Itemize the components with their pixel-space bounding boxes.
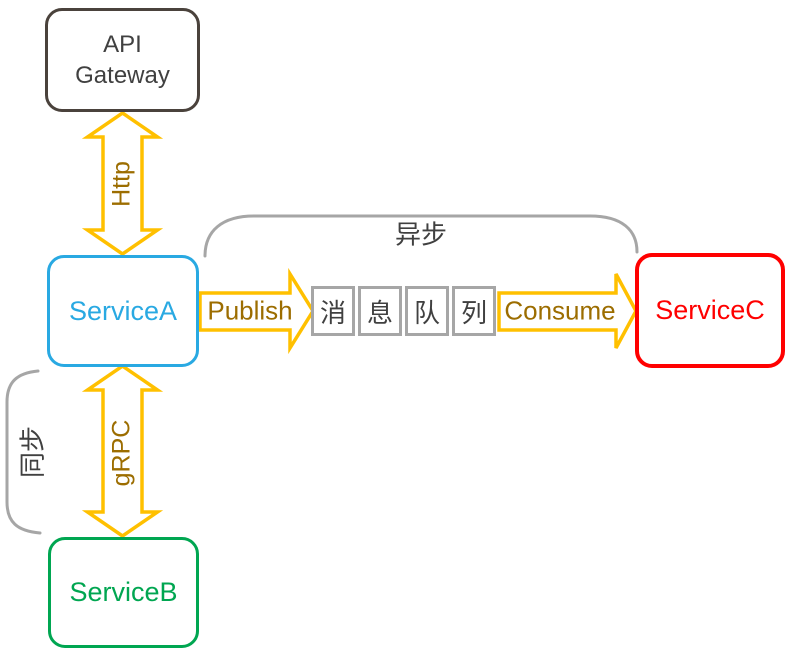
queue-cell: 消	[311, 286, 355, 336]
service-b-label: ServiceB	[69, 577, 178, 607]
service-a-node: ServiceA	[47, 255, 199, 367]
grpc-edge-label: gRPC	[107, 419, 136, 487]
publish-edge-label: Publish	[207, 295, 293, 326]
service-a-label: ServiceA	[68, 295, 178, 326]
service-b-node: ServiceB	[48, 537, 199, 648]
queue-cell: 息	[358, 286, 402, 336]
http-edge-label: Http	[107, 161, 136, 207]
queue-cell-label: 列	[460, 297, 487, 328]
sync-annotation-label: 同步	[17, 425, 48, 479]
sync-bracket	[5, 369, 42, 535]
api-gateway-node: API Gateway	[45, 8, 200, 112]
publish-arrow	[198, 267, 316, 355]
service-c-label: ServiceC	[655, 295, 765, 325]
queue-cell-label: 消	[319, 297, 346, 328]
queue-cell: 列	[452, 286, 496, 336]
queue-cell-label: 息	[366, 297, 393, 328]
consume-arrow	[497, 273, 638, 349]
queue-cell-label: 队	[413, 297, 440, 328]
api-gateway-label: API Gateway	[75, 31, 170, 89]
queue-cell: 队	[405, 286, 449, 336]
async-annotation-label: 异步	[394, 219, 448, 250]
http-arrow	[81, 110, 164, 257]
service-c-node: ServiceC	[635, 253, 785, 368]
consume-edge-label: Consume	[504, 295, 616, 326]
async-bracket	[203, 214, 639, 258]
grpc-arrow	[81, 363, 164, 539]
